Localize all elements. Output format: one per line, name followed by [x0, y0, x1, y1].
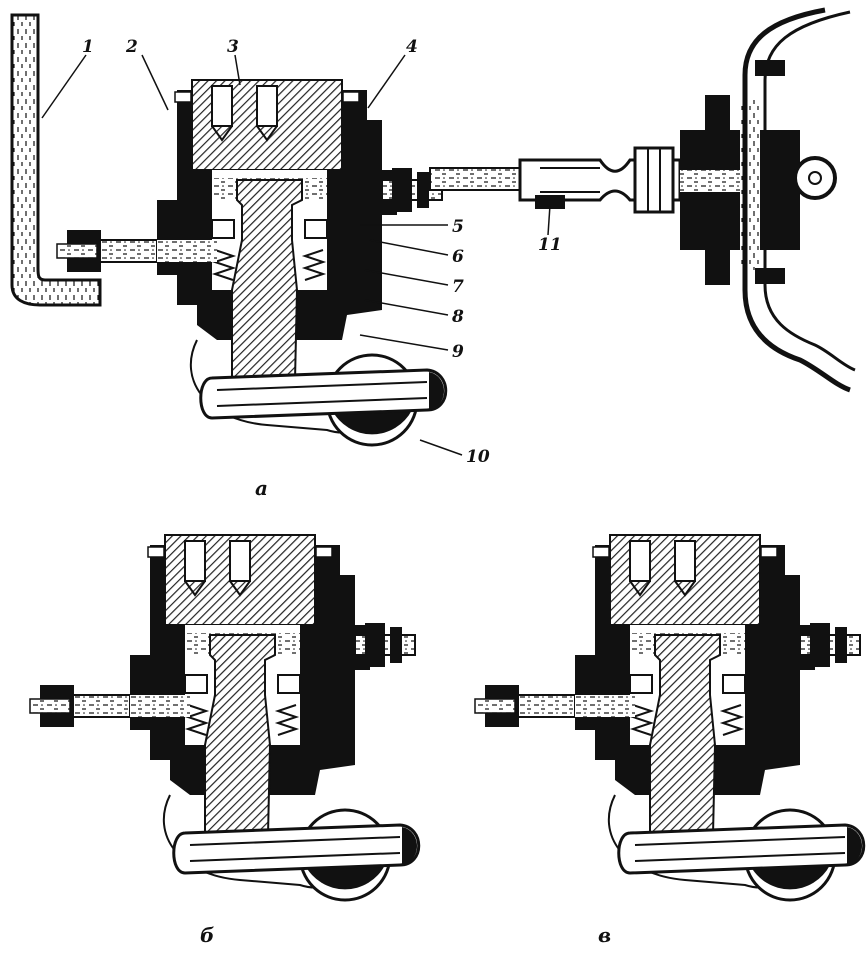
- caption-b: б: [200, 923, 214, 947]
- callout-3: 3: [227, 37, 239, 57]
- callout-labels: 1 2 3 4 5 6 7 8 9 10 11: [82, 37, 562, 467]
- callout-6: 6: [452, 247, 464, 267]
- callout-5: 5: [452, 217, 464, 237]
- panel-b-assembly: [28, 533, 421, 902]
- panel-c-assembly: [473, 533, 866, 902]
- callout-4: 4: [406, 37, 418, 57]
- callout-leaders: [41, 54, 551, 456]
- caption-a: а: [255, 476, 268, 500]
- callout-10: 10: [466, 447, 490, 467]
- callout-1: 1: [82, 37, 94, 57]
- callout-9: 9: [452, 342, 464, 362]
- panel-a-assembly: [10, 7, 856, 447]
- callout-2: 2: [125, 37, 138, 57]
- callout-7: 7: [452, 277, 464, 297]
- callout-11: 11: [538, 235, 562, 255]
- caption-c: в: [598, 923, 611, 947]
- callout-8: 8: [451, 307, 464, 327]
